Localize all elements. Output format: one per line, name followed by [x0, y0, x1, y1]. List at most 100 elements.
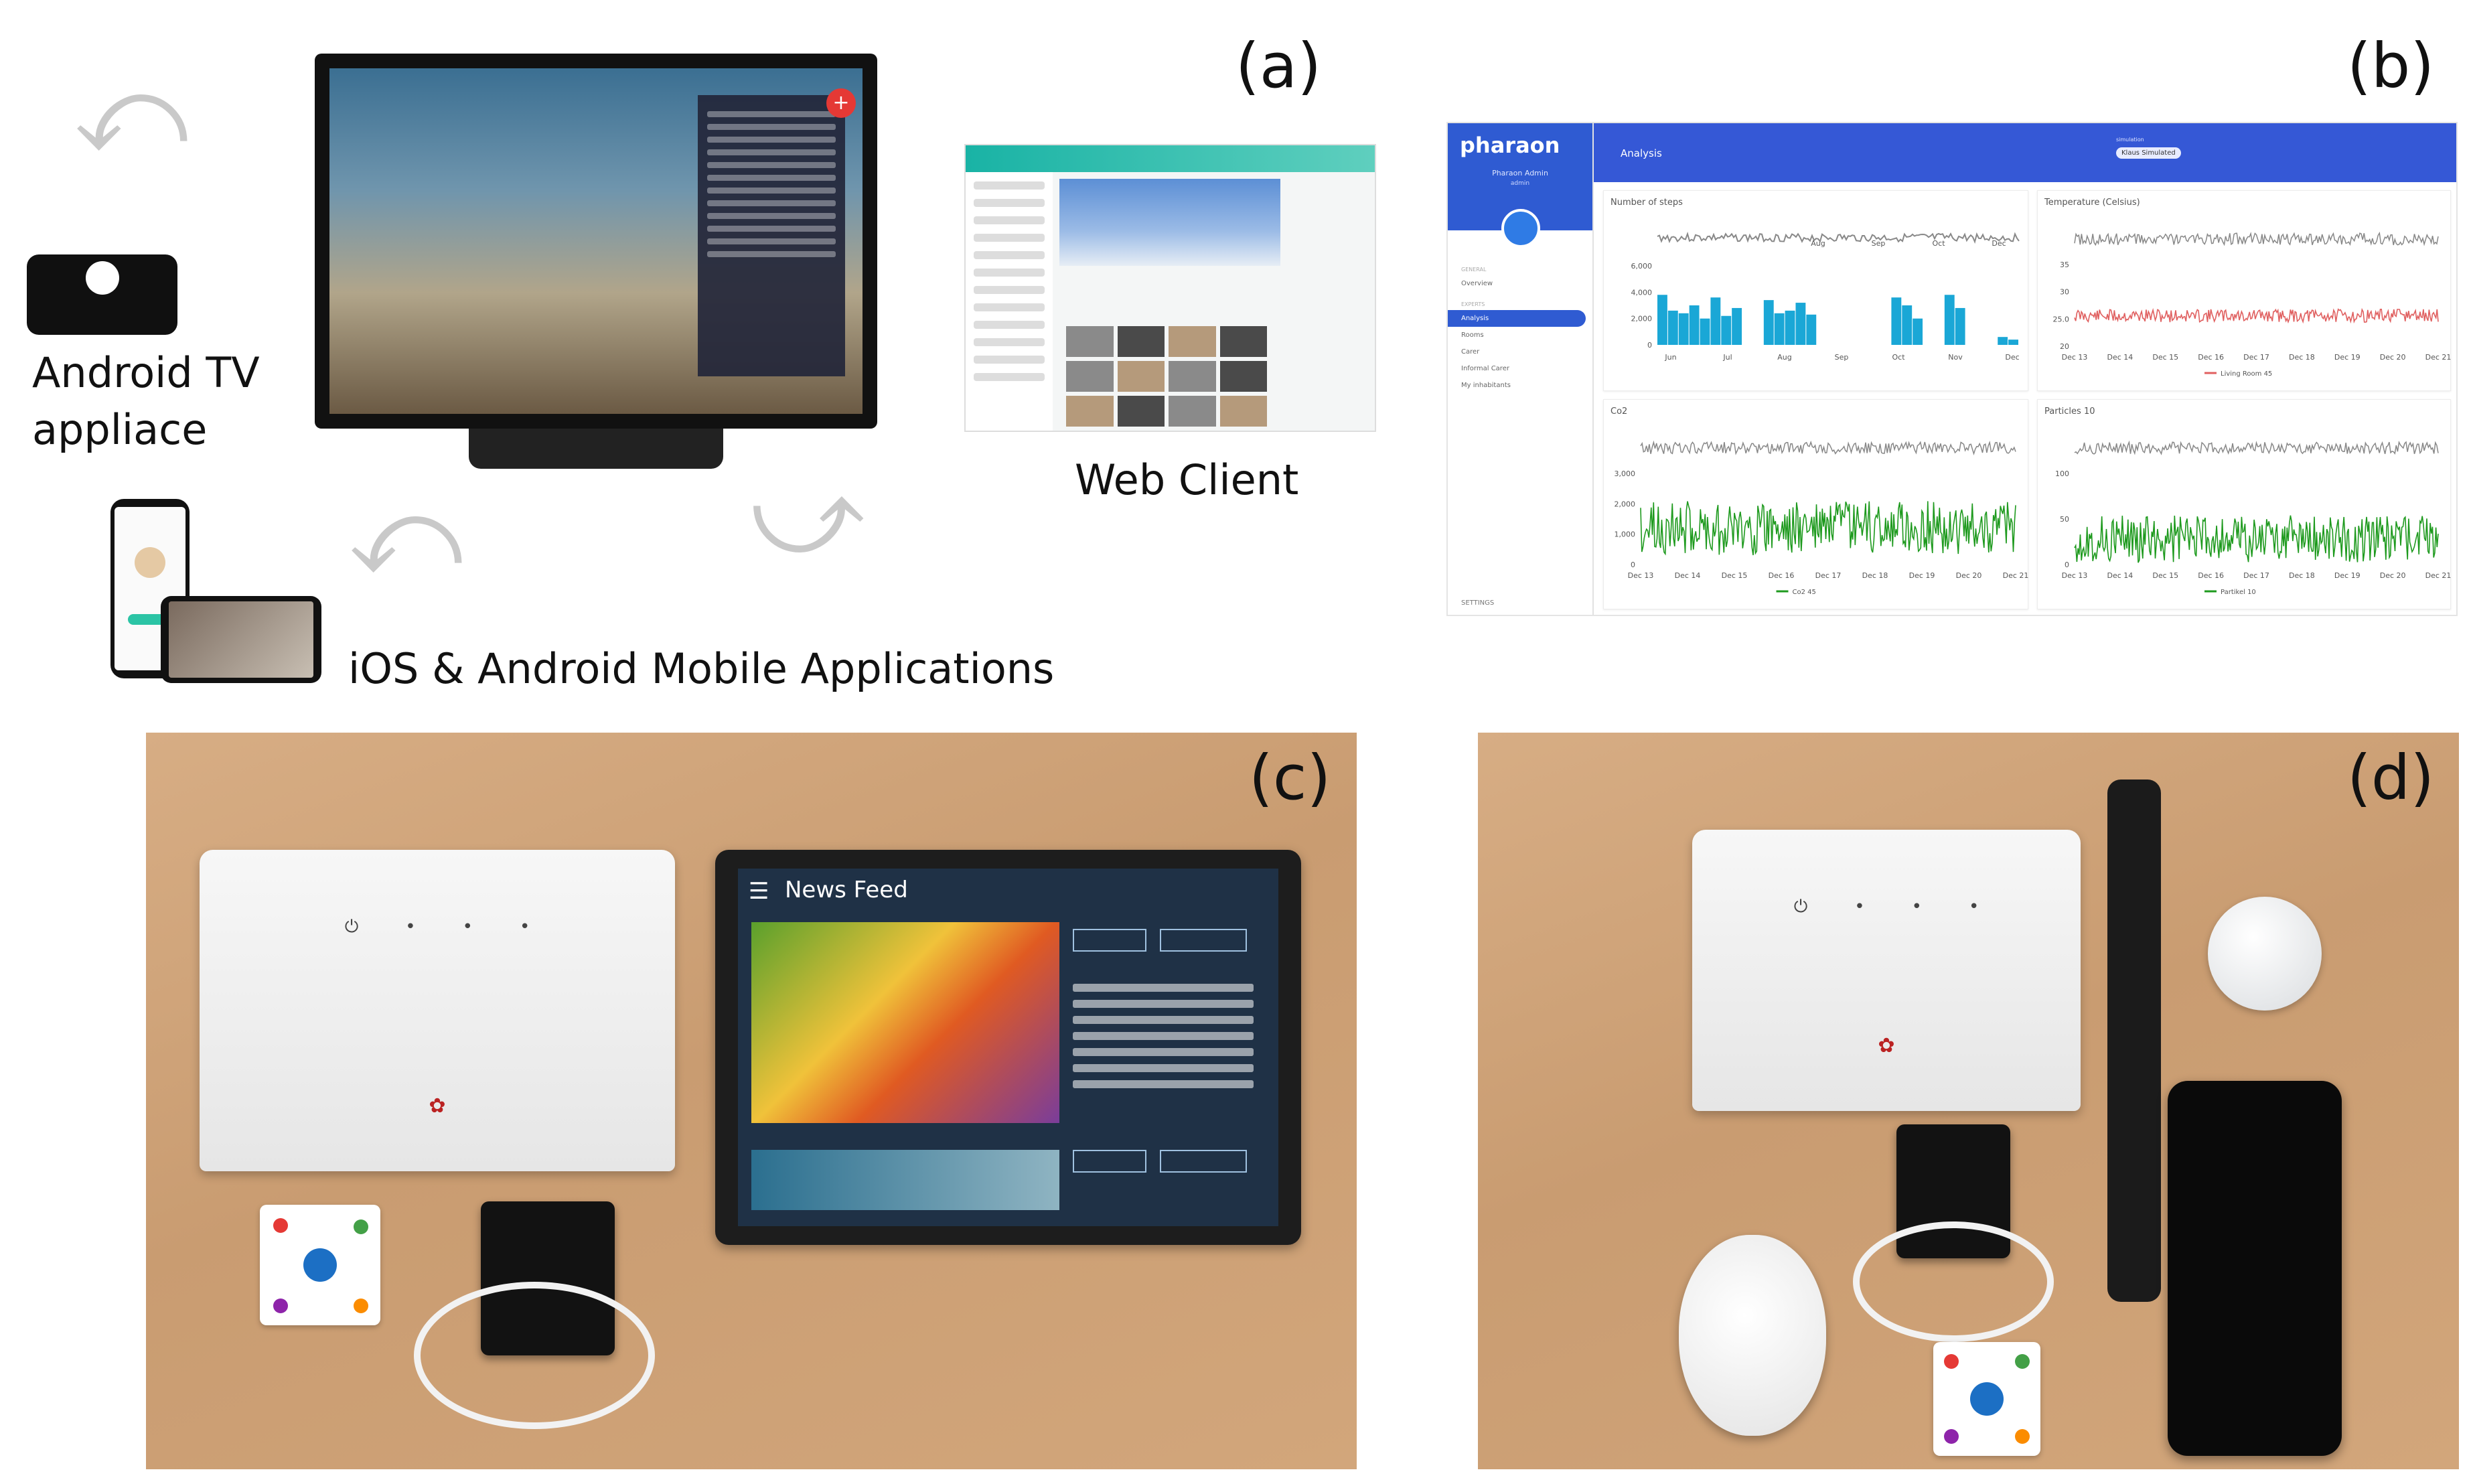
x-tick-label: Dec 18 [1862, 571, 1888, 580]
x-tick-label: Dec 21 [2425, 353, 2452, 362]
nav-group-experts: EXPERTS [1461, 301, 1485, 307]
chart-title: Co2 [1611, 406, 1628, 417]
caption-android-tv-line2: appliace [32, 405, 208, 454]
steps-bar [1913, 318, 1923, 345]
router-photo: ⏻••• ✿ [200, 850, 675, 1171]
tablet-photo: ☰ News Feed [715, 850, 1301, 1245]
x-tick-label: Dec 14 [1675, 571, 1701, 580]
x-tick-label: Dec 19 [1909, 571, 1935, 580]
sidebar-item-rooms[interactable]: Rooms [1461, 331, 1484, 339]
news-image [751, 1150, 1059, 1210]
steps-bar [1667, 310, 1678, 345]
tv-screen: + [329, 68, 863, 414]
simulation-label: simulation [2116, 137, 2144, 143]
steps-bar [1710, 297, 1721, 345]
legend-label: Living Room 45 [2221, 370, 2272, 378]
dashboard-header: Analysis simulation Klaus Simulated [1594, 123, 2456, 182]
x-tick-label: Dec 18 [2289, 571, 2315, 580]
sidebar-item-overview[interactable]: Overview [1461, 280, 1493, 287]
tablet-screen: ☰ News Feed [738, 869, 1278, 1226]
chart-title: Number of steps [1611, 198, 1683, 208]
curved-arrow-icon: ⤺ [348, 473, 463, 598]
y-tick-label: 35 [2060, 261, 2069, 269]
steps-bar [1785, 310, 1795, 345]
photo-kit-smartphone: ⏻••• ✿ [1478, 733, 2459, 1469]
avatar[interactable] [1501, 209, 1540, 248]
menu-icon: ☰ [749, 878, 769, 905]
x-tick-label: Dec 18 [2289, 353, 2315, 362]
x-tick-label: Dec 16 [1769, 571, 1795, 580]
y-tick-label: 2,000 [1615, 500, 1636, 508]
x-tick-label: Dec 20 [2380, 353, 2406, 362]
overview-tick-label: Aug [1811, 239, 1825, 248]
y-tick-label: 100 [2055, 469, 2069, 478]
steps-bar [2008, 340, 2018, 345]
sidebar-item-settings[interactable]: SETTINGS [1461, 599, 1495, 607]
x-tick-label: Dec 19 [2334, 353, 2361, 362]
y-tick-label: 20 [2060, 342, 2069, 351]
usb-cable-photo [1853, 1221, 2054, 1342]
huawei-logo-icon: ✿ [429, 1094, 446, 1118]
curved-arrow-icon: ⤺ [74, 51, 189, 176]
sidebar-item-analysis[interactable]: Analysis [1448, 310, 1586, 327]
pharaon-sticker-photo [260, 1205, 380, 1325]
overview-tick-label: Sep [1872, 239, 1886, 248]
steps-bar [1721, 315, 1732, 345]
overview-series [1640, 440, 2016, 456]
steps-bar [1955, 307, 1965, 345]
x-tick-label: Jun [1664, 353, 1676, 362]
tv-stand [469, 429, 723, 469]
steps-bar [1902, 305, 1913, 345]
x-tick-label: Dec 19 [2334, 571, 2361, 580]
router-photo: ⏻••• ✿ [1692, 830, 2081, 1111]
nav-group-general: GENERAL [1461, 267, 1487, 273]
router-status-icons: ⏻••• [344, 917, 577, 937]
x-tick-label: Dec 14 [2107, 353, 2133, 362]
x-tick-label: Dec 13 [1628, 571, 1654, 580]
simulation-select[interactable]: Klaus Simulated [2116, 147, 2181, 159]
data-series [2074, 515, 2439, 563]
news-image [751, 922, 1059, 1123]
y-tick-label: 4,000 [1631, 288, 1653, 297]
y-tick-label: 3,000 [1615, 469, 1636, 478]
x-tick-label: Dec 16 [2198, 571, 2224, 580]
huawei-logo-icon: ✿ [1878, 1034, 1895, 1057]
x-tick-label: Dec 16 [2198, 353, 2224, 362]
sidebar-item-informal-carer[interactable]: Informal Carer [1461, 365, 1509, 372]
box-logo-icon [86, 261, 119, 295]
x-tick-label: Dec 20 [1956, 571, 1982, 580]
smartphone-photo [2168, 1081, 2342, 1456]
overview-series [1657, 231, 2020, 244]
steps-bar [1998, 337, 2008, 345]
panel-label-d: (d) [2347, 742, 2435, 814]
page-title: Analysis [1621, 147, 1662, 159]
legend-label: Co2 45 [1793, 589, 1816, 596]
admin-name: Pharaon Admin [1492, 169, 1548, 177]
data-series [1640, 501, 2016, 556]
steps-bar [1657, 295, 1667, 345]
news-action-chip [1073, 1150, 1146, 1173]
x-tick-label: Dec 21 [2425, 571, 2452, 580]
x-tick-label: Dec 13 [2062, 353, 2088, 362]
news-action-chip [1160, 1150, 1247, 1173]
dashboard-nav: GENERAL Overview EXPERTS Analysis Rooms … [1448, 257, 1592, 394]
tv-social-overlay [698, 95, 845, 376]
steps-bar [1774, 313, 1785, 345]
y-tick-label: 25.0 [2053, 315, 2070, 323]
motion-sensor-photo [1679, 1235, 1826, 1436]
steps-bar [1700, 318, 1710, 345]
x-tick-label: Sep [1835, 353, 1849, 362]
chart-title: Particles 10 [2044, 406, 2095, 417]
y-tick-label: 0 [1647, 341, 1652, 350]
overview-series [2074, 231, 2439, 246]
sidebar-item-carer[interactable]: Carer [1461, 348, 1480, 356]
sidebar-item-my-inhabitants[interactable]: My inhabitants [1461, 382, 1511, 389]
x-tick-label: Oct [1892, 353, 1905, 362]
steps-bar [1763, 300, 1774, 345]
